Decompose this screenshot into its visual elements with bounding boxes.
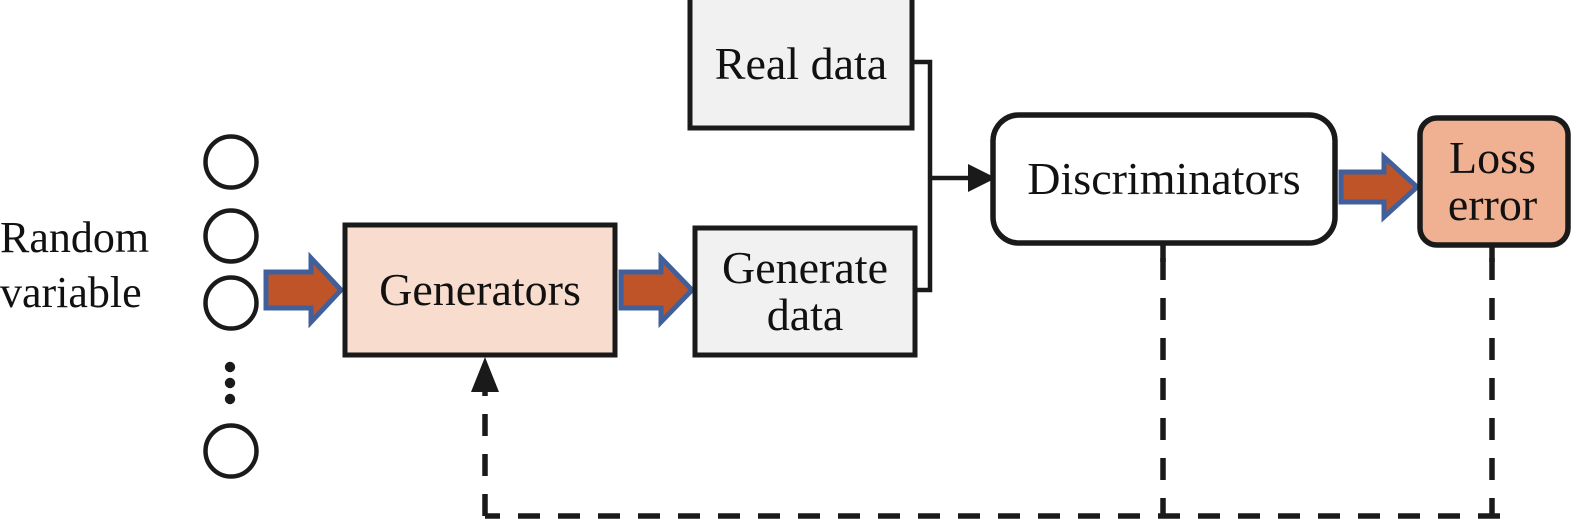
loss-error-box (1417, 115, 1571, 248)
discriminators-box (990, 112, 1338, 246)
neuron-circle (203, 423, 259, 479)
arrow-random-variable-to-generators (263, 251, 345, 329)
random-variable-neurons (203, 134, 259, 479)
neuron-circle (203, 134, 259, 190)
vertical-ellipsis-icon (224, 361, 236, 405)
feedback-path (482, 243, 1500, 519)
generate-data-bus-line (915, 178, 933, 293)
neuron-circle (203, 275, 259, 331)
arrow-discriminators-to-loss-error (1338, 151, 1421, 223)
real-data-bus-line (912, 59, 933, 178)
generate-data-box (692, 225, 918, 358)
arrow-generators-to-generate-data (618, 251, 696, 329)
real-data-box (687, 0, 915, 131)
bus-to-discriminators-arrowhead (968, 164, 996, 192)
generators-box (342, 222, 618, 358)
feedback-to-generators-arrowhead (471, 357, 499, 392)
data-merge-bus (912, 59, 975, 293)
neuron-circle (203, 208, 259, 264)
